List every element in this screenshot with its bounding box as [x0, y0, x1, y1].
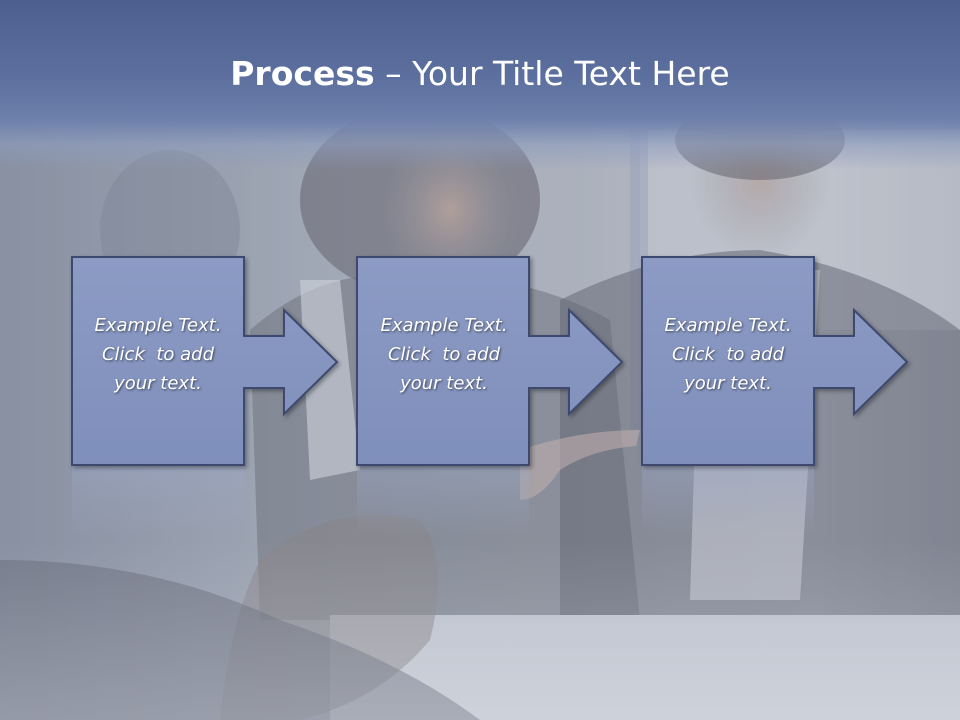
step-2-arrow[interactable]	[356, 256, 624, 466]
step-3-line-1: Example Text.	[664, 315, 792, 336]
step-2-text[interactable]: Example Text. Click to add your text.	[358, 311, 530, 398]
step-2-line-3: your text.	[400, 373, 488, 394]
slide-title[interactable]: Process – Your Title Text Here	[0, 52, 960, 96]
step-2-line-1: Example Text.	[380, 315, 508, 336]
slide-title-bold: Process	[230, 54, 375, 93]
step-3-arrow[interactable]	[641, 256, 909, 466]
step-1-text[interactable]: Example Text. Click to add your text.	[72, 311, 244, 398]
step-3-line-3: your text.	[684, 373, 772, 394]
step-3-line-2: Click to add	[671, 344, 784, 365]
slide-title-rest: – Your Title Text Here	[374, 54, 730, 93]
step-1-line-2: Click to add	[101, 344, 214, 365]
step-2-line-2: Click to add	[387, 344, 500, 365]
step-1-arrow[interactable]	[71, 256, 339, 466]
step-3-text[interactable]: Example Text. Click to add your text.	[642, 311, 814, 398]
step-reflections	[72, 466, 814, 536]
step-1-line-1: Example Text.	[94, 315, 222, 336]
title-band	[0, 0, 960, 170]
bottom-fade	[0, 540, 960, 720]
step-1-line-3: your text.	[114, 373, 202, 394]
